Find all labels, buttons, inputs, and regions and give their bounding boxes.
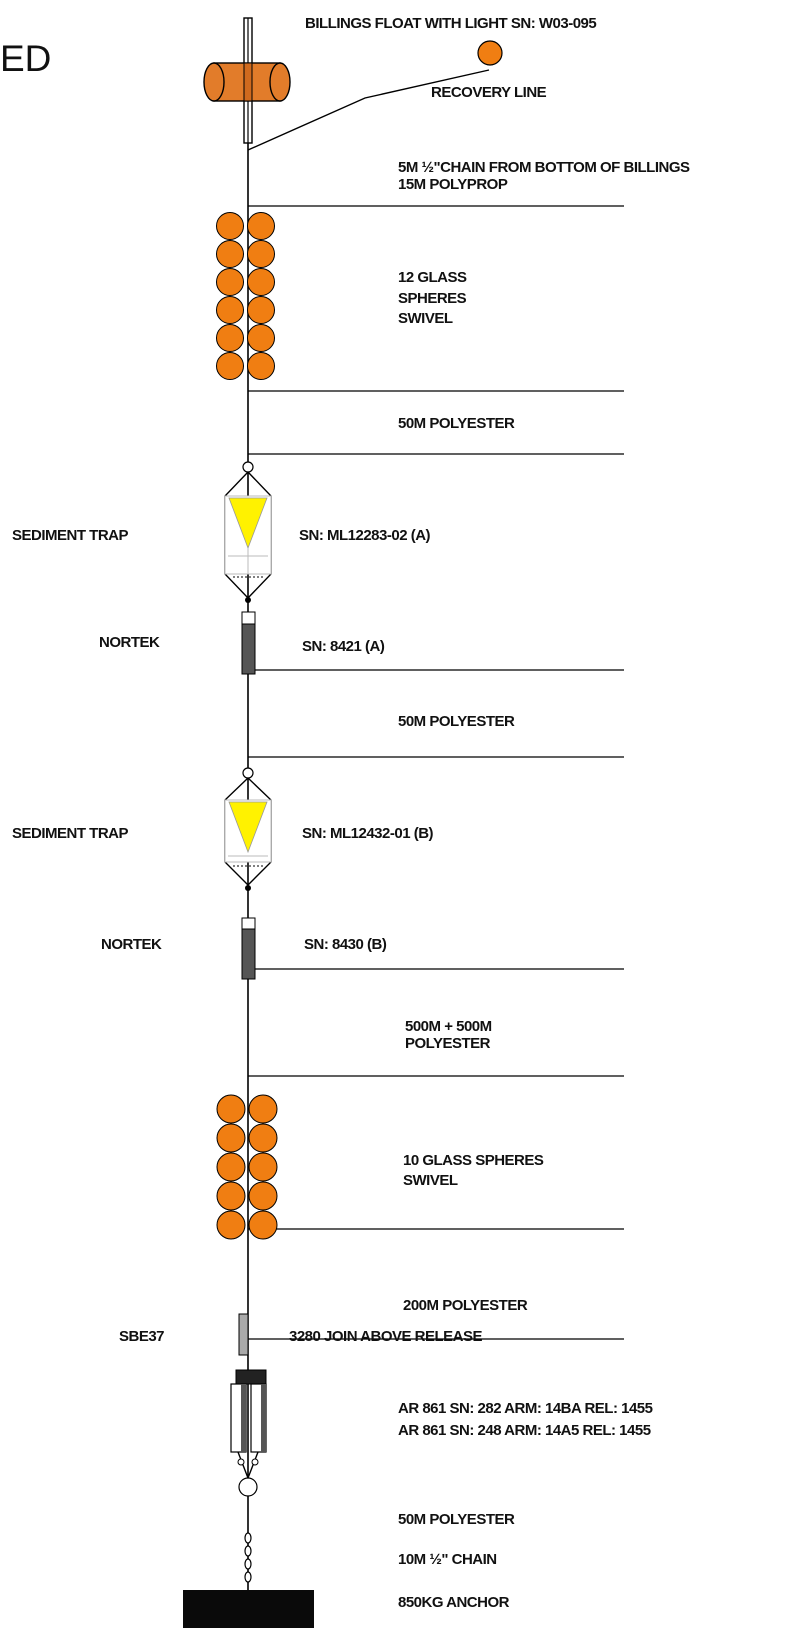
label-poly500-2: POLYESTER [405,1035,491,1052]
sediment-trap-2-icon [224,767,272,891]
nortek-2-icon [241,917,256,980]
label-nortek1-name: NORTEK [99,634,160,651]
label-spheres12-1: 12 GLASS [398,269,467,286]
sediment-trap-1-icon [224,461,272,603]
label-chain-top-1: 5M ½"CHAIN FROM BOTTOM OF BILLINGS [398,159,690,176]
sbe37-icon [238,1313,249,1356]
label-sbe-name: SBE37 [119,1328,164,1345]
label-spheres12-2: SPHERES [398,290,467,307]
label-spheres10-1: 10 GLASS SPHERES [403,1152,544,1169]
segment-dividers [248,205,624,1340]
label-trap1-sn: SN: ML12283-02 (A) [299,527,431,544]
billings-float-icon [203,62,291,102]
heading-partial: ED [0,38,51,79]
label-anchor: 850KG ANCHOR [398,1594,510,1611]
label-poly50-3: 50M POLYESTER [398,1511,515,1528]
label-trap1-name: SEDIMENT TRAP [12,527,129,544]
recovery-buoy-icon [477,40,503,66]
label-trap2-sn: SN: ML12432-01 (B) [302,825,434,842]
label-float: BILLINGS FLOAT WITH LIGHT SN: W03-095 [305,15,596,32]
label-poly500-1: 500M + 500M [405,1018,492,1035]
label-nortek2-sn: SN: 8430 (B) [304,936,387,953]
nortek-1-icon [241,611,256,675]
label-release-2: AR 861 SN: 248 ARM: 14A5 REL: 1455 [398,1422,651,1439]
anchor-icon [183,1590,314,1628]
glass-spheres-12-icon [216,212,275,380]
label-nortek1-sn: SN: 8421 (A) [302,638,385,655]
label-nortek2-name: NORTEK [101,936,162,953]
label-chain-bottom: 10M ½" CHAIN [398,1551,497,1568]
label-recovery-line: RECOVERY LINE [431,84,547,101]
glass-spheres-10-icon [216,1094,278,1240]
label-poly50-1: 50M POLYESTER [398,415,515,432]
label-spheres12-3: SWIVEL [398,310,453,327]
acoustic-release-icon [230,1369,267,1497]
label-spheres10-2: SWIVEL [403,1172,458,1189]
label-chain-top-2: 15M POLYPROP [398,176,508,193]
recovery-line [247,69,490,151]
label-sbe-sn: 3280 JOIN ABOVE RELEASE [289,1328,483,1345]
label-poly50-2: 50M POLYESTER [398,713,515,730]
label-poly200: 200M POLYESTER [403,1297,528,1314]
label-release-1: AR 861 SN: 282 ARM: 14BA REL: 1455 [398,1400,653,1417]
chain-icon [244,1532,252,1583]
label-trap2-name: SEDIMENT TRAP [12,825,129,842]
